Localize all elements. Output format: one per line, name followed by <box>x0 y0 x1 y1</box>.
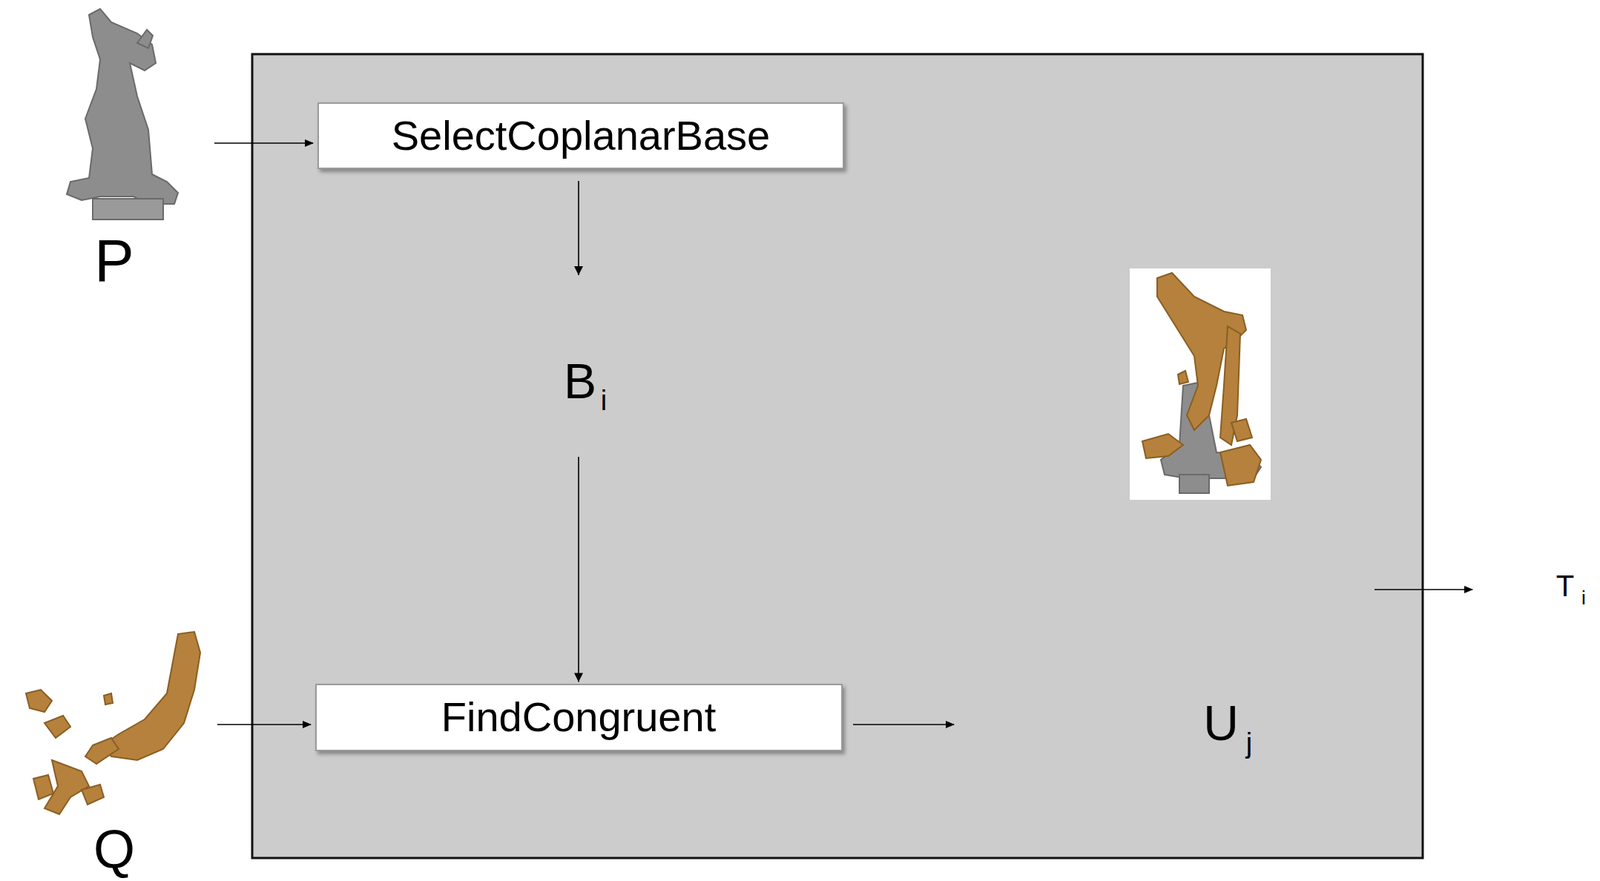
flow-connector <box>574 180 584 683</box>
flow-arrows <box>214 143 1473 725</box>
symbol-label: B <box>563 356 597 406</box>
symbol-label: i <box>600 386 607 415</box>
process-box: SelectCoplanarBase <box>317 102 845 170</box>
symbol-label: Q <box>93 822 136 877</box>
process-box: FindCongruent <box>315 683 843 752</box>
box-label: FindCongruent <box>441 694 716 741</box>
box-label: SelectCoplanarBase <box>391 112 771 159</box>
process-panel <box>252 54 1423 859</box>
point-cloud-q <box>25 631 201 815</box>
symbol-label: T <box>1556 571 1575 601</box>
symbol-label: P <box>94 231 134 291</box>
symbol-label: j <box>1246 729 1253 758</box>
symbol-label: U <box>1203 698 1239 748</box>
symbol-label: i <box>1581 588 1586 608</box>
aligned-clouds <box>1142 272 1262 494</box>
result-frame <box>1129 268 1271 500</box>
point-cloud-p <box>66 8 179 220</box>
